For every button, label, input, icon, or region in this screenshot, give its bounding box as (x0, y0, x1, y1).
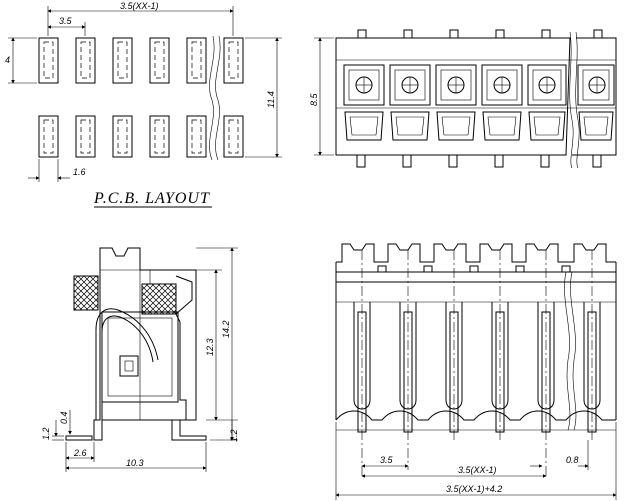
top-view-pins-upper (357, 29, 603, 39)
top-view-pins-lower (356, 154, 602, 168)
top-view-terminals (343, 64, 615, 141)
side-view-dim-pin-right: 1.2 (229, 429, 239, 442)
pcb-dim-total-height: 11.4 (266, 91, 276, 108)
side-view-dim-thickness: 0.4 (59, 411, 69, 424)
side-view-dim-pin-left: 1.2 (41, 427, 51, 440)
side-view-dim-offset: 2.6 (73, 448, 87, 458)
pcb-dim-pad-width: 1.6 (73, 167, 86, 177)
pcb-dim-pitch-total: 3.5(XX-1) (120, 1, 159, 11)
pcb-dim-pitch: 3.5 (59, 16, 73, 26)
side-view-dim-height-body: 12.3 (205, 338, 215, 356)
top-view-dim-height: 8.5 (309, 92, 319, 106)
pcb-layout-view: 3.5(XX-1) 3.5 4 11.4 1.6 (5, 1, 282, 182)
side-view-hatch-left (73, 275, 99, 311)
front-view-dim-pin: 0.8 (566, 455, 579, 465)
pcb-pads-top (38, 37, 244, 84)
front-view: 3.5 3.5(XX-1) 0.8 3.5(XX-1)+4.2 (335, 243, 617, 500)
pcb-pads-bottom (38, 115, 244, 158)
pcb-dim-pad-height: 4 (5, 55, 10, 65)
front-view-dim-pitch: 3.5 (380, 455, 394, 465)
top-view: 8.5 (309, 29, 617, 169)
front-view-dim-overall: 3.5(XX-1)+4.2 (446, 484, 502, 494)
side-view-dim-height-total: 14.2 (221, 320, 231, 338)
side-view-dim-depth: 10.3 (126, 458, 144, 468)
side-view: 14.2 12.3 1.2 1.2 0.4 2.6 10.3 (41, 247, 239, 472)
side-view-hatch-right (141, 283, 177, 315)
front-view-dim-pitch-total: 3.5(XX-1) (458, 465, 497, 475)
pcb-layout-title: P.C.B. LAYOUT (93, 190, 210, 207)
front-view-tabs (377, 265, 571, 273)
